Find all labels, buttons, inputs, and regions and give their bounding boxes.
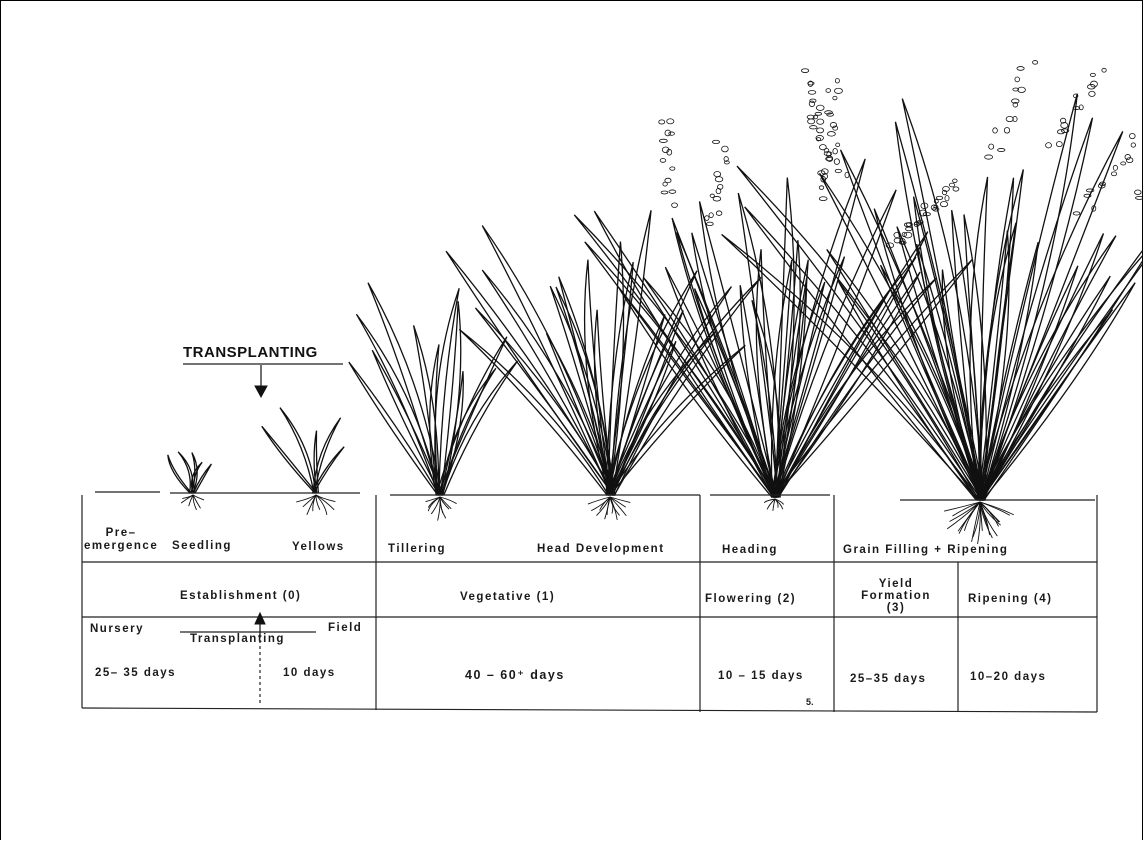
- transplanting-heading: TRANSPLANTING: [183, 344, 318, 361]
- phase-label-flowering: Flowering (2): [705, 593, 796, 605]
- stage-label-head-development: Head Development: [537, 543, 665, 555]
- subphase-label-nursery: Nursery: [90, 623, 144, 635]
- stage-label-pre-emergence: Pre– emergence: [84, 527, 158, 553]
- duration-field: 10 days: [283, 667, 336, 679]
- stage-label-tillering: Tillering: [388, 543, 446, 555]
- page-mark: 5.: [806, 697, 814, 707]
- subphase-label-transplanting: Transplanting: [190, 633, 285, 645]
- yellows-plant-icon: [262, 408, 344, 515]
- subphase-label-field: Field: [328, 622, 362, 634]
- stage-label-grain-filling-ripening: Grain Filling + Ripening: [843, 544, 1008, 556]
- duration-yield-formation: 25–35 days: [850, 673, 926, 685]
- phase-label-ripening: Ripening (4): [968, 593, 1052, 605]
- stage-label-seedling: Seedling: [172, 540, 232, 552]
- phase-label-vegetative: Vegetative (1): [460, 591, 555, 603]
- seedling-plant-icon: [168, 452, 212, 510]
- duration-flowering: 10 – 15 days: [718, 670, 804, 682]
- duration-ripening: 10–20 days: [970, 671, 1046, 683]
- tillering-plant-icon: [349, 283, 518, 520]
- phase-label-establishment: Establishment (0): [180, 590, 301, 602]
- stage-label-heading: Heading: [722, 544, 778, 556]
- phase-label-yield-formation: Yield Formation (3): [846, 578, 946, 614]
- duration-vegetative: 40 – 60⁺ days: [465, 667, 565, 682]
- duration-nursery: 25– 35 days: [95, 667, 176, 679]
- stage-label-yellows: Yellows: [292, 541, 345, 553]
- transplanting-arrow: [255, 365, 267, 397]
